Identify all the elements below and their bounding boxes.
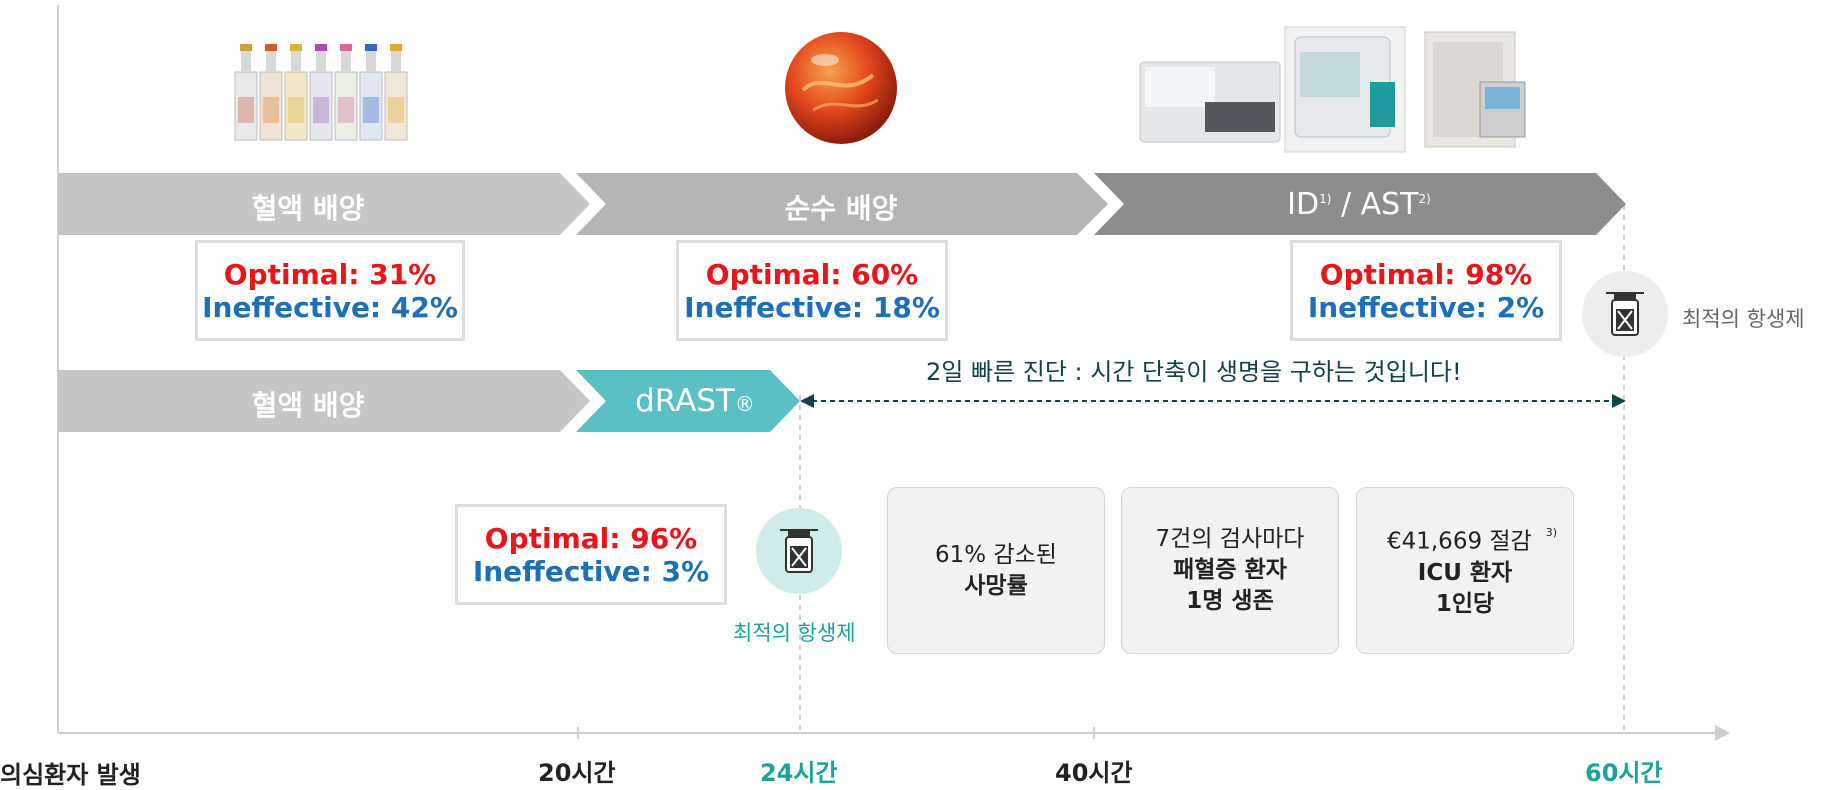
savings-amount: €41,669 절감 bbox=[1386, 528, 1532, 555]
stage-blood-culture-chevron bbox=[58, 173, 590, 235]
stage-label-id-ast: ID1) / AST2) bbox=[1124, 187, 1594, 222]
impact-line1: €41,669 절감 3) bbox=[1386, 521, 1557, 558]
ineffective-rate: Ineffective: 18% bbox=[684, 290, 940, 324]
antibiotic-icon-right bbox=[1582, 271, 1668, 357]
registered-mark: ® bbox=[734, 392, 755, 416]
footnote-3: 3) bbox=[1545, 526, 1558, 540]
stage-label-drast: dRAST® bbox=[610, 383, 780, 419]
axis-label-start: 의심환자 발생 bbox=[0, 761, 141, 789]
impact-line1: 61% 감소된 bbox=[935, 541, 1057, 568]
footnote-2: 2) bbox=[1418, 192, 1431, 206]
ineffective-rate: Ineffective: 42% bbox=[202, 290, 458, 324]
stat-box-id-ast: Optimal: 98% Ineffective: 2% bbox=[1290, 240, 1562, 341]
axis-label-60h: 60시간 bbox=[1585, 759, 1663, 787]
petri-dish-image bbox=[785, 32, 897, 144]
ineffective-rate: Ineffective: 3% bbox=[472, 554, 710, 588]
impact-line2: 패혈증 환자 bbox=[1173, 557, 1287, 583]
stage-label-blood-culture-bottom: 혈액 배양 bbox=[251, 389, 365, 422]
stat-box-blood-culture: Optimal: 31% Ineffective: 42% bbox=[195, 240, 465, 341]
drast-label: dRAST bbox=[635, 383, 735, 419]
impact-line2: ICU 환자 bbox=[1417, 559, 1513, 586]
stage-label-pure-culture: 순수 배양 bbox=[784, 192, 898, 225]
antibiotic-label-right: 최적의 항생제 bbox=[1682, 307, 1805, 331]
antibiotic-icon-drast bbox=[756, 508, 842, 594]
impact-line3: 1인당 bbox=[1435, 590, 1495, 617]
blood-culture-bottles-image bbox=[234, 44, 408, 141]
optimal-rate: Optimal: 96% bbox=[484, 521, 698, 555]
optimal-rate: Optimal: 60% bbox=[705, 257, 919, 291]
lab-instruments-image bbox=[1139, 26, 1526, 153]
optimal-rate: Optimal: 98% bbox=[1319, 257, 1533, 291]
stat-box-drast: Optimal: 96% Ineffective: 3% bbox=[455, 504, 727, 605]
stage-label-blood-culture: 혈액 배양 bbox=[251, 192, 365, 225]
impact-box-survival: 7건의 검사마다 패혈증 환자 1명 생존 bbox=[1121, 487, 1339, 654]
impact-line2: 사망률 bbox=[964, 572, 1028, 599]
stage-drast-chevron bbox=[576, 370, 800, 432]
impact-line3: 1명 생존 bbox=[1186, 588, 1274, 614]
ineffective-rate: Ineffective: 2% bbox=[1307, 290, 1545, 324]
optimal-rate: Optimal: 31% bbox=[223, 257, 437, 291]
ast-label: / AST bbox=[1340, 187, 1419, 222]
impact-line1: 7건의 검사마다 bbox=[1155, 526, 1305, 552]
id-label: ID bbox=[1287, 187, 1320, 222]
axis-label-40h: 40시간 bbox=[1055, 759, 1133, 787]
speed-message: 2일 빠른 진단 : 시간 단축이 생명을 구하는 것입니다! bbox=[926, 358, 1462, 386]
impact-box-savings: €41,669 절감 3) ICU 환자 1인당 bbox=[1356, 487, 1574, 654]
axis-label-20h: 20시간 bbox=[538, 759, 616, 787]
stage-pure-culture-chevron bbox=[576, 173, 1108, 235]
stage-id-ast-chevron bbox=[1094, 173, 1626, 235]
stat-box-pure-culture: Optimal: 60% Ineffective: 18% bbox=[676, 240, 948, 341]
vial-icon bbox=[780, 529, 818, 573]
stage-blood-culture-bottom-chevron bbox=[58, 370, 590, 432]
axis-label-24h: 24시간 bbox=[760, 759, 838, 787]
footnote-1: 1) bbox=[1319, 192, 1332, 206]
vial-icon bbox=[1606, 292, 1644, 336]
antibiotic-label-drast: 최적의 항생제 bbox=[733, 621, 856, 645]
impact-box-mortality: 61% 감소된 사망률 bbox=[887, 487, 1105, 654]
